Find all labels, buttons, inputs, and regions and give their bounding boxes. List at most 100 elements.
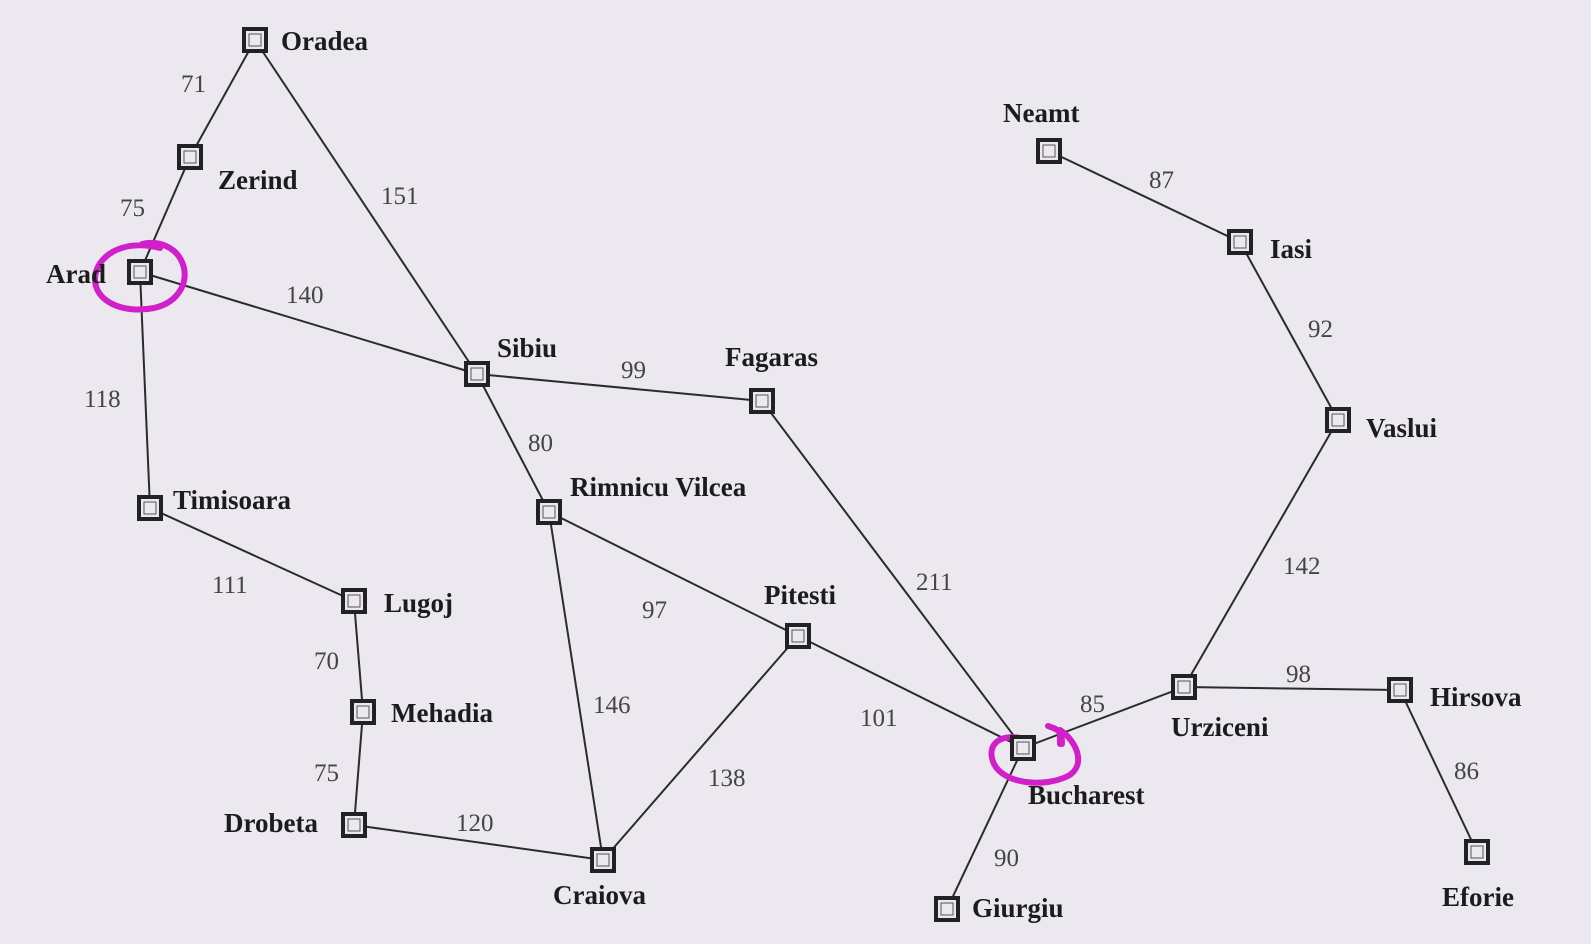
distance-label-sibiu-fagaras: 99 bbox=[621, 357, 646, 384]
arad-highlight-circle bbox=[91, 240, 188, 313]
city-label-giurgiu: Giurgiu bbox=[972, 893, 1064, 923]
city-node-inner bbox=[596, 853, 610, 867]
road-sibiu-rimnicu-vilcea bbox=[476, 373, 550, 513]
city-label-pitesti: Pitesti bbox=[764, 580, 836, 610]
city-node-square bbox=[177, 144, 203, 170]
city-label-urziceni: Urziceni bbox=[1171, 712, 1269, 742]
city-node-rimnicu-vilcea bbox=[536, 499, 562, 525]
city-node-arad bbox=[127, 259, 153, 285]
bucharest-highlight-circle bbox=[988, 723, 1081, 786]
city-node-inner bbox=[347, 818, 361, 832]
city-label-iasi: Iasi bbox=[1270, 234, 1313, 264]
city-node-square bbox=[350, 699, 376, 725]
city-node-square bbox=[341, 588, 367, 614]
road-vaslui-iasi bbox=[1239, 241, 1339, 421]
city-label-sibiu: Sibiu bbox=[497, 333, 557, 363]
distance-label-vaslui-iasi: 92 bbox=[1308, 316, 1333, 343]
city-node-eforie bbox=[1464, 839, 1490, 865]
city-label-arad: Arad bbox=[46, 259, 106, 289]
city-label-fagaras: Fagaras bbox=[725, 342, 818, 372]
road-sibiu-fagaras bbox=[476, 373, 763, 402]
city-node-inner bbox=[791, 629, 805, 643]
city-node-inner bbox=[1393, 683, 1407, 697]
city-node-bucharest bbox=[1010, 735, 1036, 761]
city-node-inner bbox=[755, 394, 769, 408]
city-node-timisoara bbox=[137, 495, 163, 521]
city-node-craiova bbox=[590, 847, 616, 873]
distance-label-mehadia-drobeta: 75 bbox=[314, 760, 339, 787]
distance-label-rimnicu-vilcea-craiova: 146 bbox=[593, 692, 631, 719]
city-label-drobeta: Drobeta bbox=[224, 808, 318, 838]
city-node-neamt bbox=[1036, 138, 1062, 164]
city-node-inner bbox=[542, 505, 556, 519]
city-label-neamt: Neamt bbox=[1003, 98, 1079, 128]
distance-label-urziceni-hirsova: 98 bbox=[1286, 661, 1311, 688]
city-node-square bbox=[1010, 735, 1036, 761]
city-label-rimnicu-vilcea: Rimnicu Vilcea bbox=[570, 472, 747, 502]
city-node-inner bbox=[1233, 235, 1247, 249]
distance-label-zerind-arad: 75 bbox=[120, 195, 145, 222]
road-fagaras-bucharest bbox=[761, 400, 1024, 749]
road-urziceni-vaslui bbox=[1183, 419, 1339, 688]
city-node-square bbox=[137, 495, 163, 521]
city-node-square bbox=[341, 812, 367, 838]
city-node-square bbox=[590, 847, 616, 873]
city-label-timisoara: Timisoara bbox=[173, 485, 292, 515]
city-node-square bbox=[749, 388, 775, 414]
city-node-urziceni bbox=[1171, 674, 1197, 700]
distance-label-oradea-sibiu: 151 bbox=[381, 183, 419, 210]
city-node-square bbox=[242, 27, 268, 53]
city-node-square bbox=[1325, 407, 1351, 433]
city-node-iasi bbox=[1227, 229, 1253, 255]
distance-label-timisoara-lugoj: 111 bbox=[212, 572, 248, 599]
distance-label-fagaras-bucharest: 211 bbox=[916, 569, 953, 596]
city-node-square bbox=[464, 361, 490, 387]
city-node-square bbox=[1227, 229, 1253, 255]
road-craiova-pitesti bbox=[602, 635, 799, 861]
road-timisoara-lugoj bbox=[149, 507, 355, 602]
city-node-giurgiu bbox=[934, 896, 960, 922]
distance-label-craiova-pitesti: 138 bbox=[708, 765, 746, 792]
roads-layer bbox=[139, 39, 1478, 910]
city-node-mehadia bbox=[350, 699, 376, 725]
city-nodes bbox=[127, 27, 1490, 922]
distance-label-urziceni-vaslui: 142 bbox=[1283, 553, 1321, 580]
city-label-hirsova: Hirsova bbox=[1430, 682, 1522, 712]
city-node-inner bbox=[183, 150, 197, 164]
distance-label-drobeta-craiova: 120 bbox=[456, 810, 494, 837]
city-node-square bbox=[1387, 677, 1413, 703]
city-node-inner bbox=[470, 367, 484, 381]
city-label-lugoj: Lugoj bbox=[384, 588, 453, 618]
road-rimnicu-vilcea-pitesti bbox=[548, 511, 799, 637]
road-rimnicu-vilcea-craiova bbox=[548, 511, 604, 861]
road-oradea-sibiu bbox=[254, 39, 478, 375]
distance-label-bucharest-giurgiu: 90 bbox=[994, 845, 1019, 872]
city-node-square bbox=[536, 499, 562, 525]
city-node-square bbox=[1171, 674, 1197, 700]
city-node-inner bbox=[248, 33, 262, 47]
distance-label-rimnicu-vilcea-pitesti: 97 bbox=[642, 597, 667, 624]
city-node-square bbox=[127, 259, 153, 285]
road-oradea-zerind bbox=[189, 39, 256, 158]
road-lugoj-mehadia bbox=[353, 600, 364, 713]
city-node-inner bbox=[1331, 413, 1345, 427]
city-node-square bbox=[785, 623, 811, 649]
distance-label-lugoj-mehadia: 70 bbox=[314, 648, 339, 675]
city-label-craiova: Craiova bbox=[553, 880, 646, 910]
distance-label-arad-timisoara: 118 bbox=[84, 386, 121, 413]
city-node-zerind bbox=[177, 144, 203, 170]
city-label-mehadia: Mehadia bbox=[391, 698, 494, 728]
city-node-sibiu bbox=[464, 361, 490, 387]
road-hirsova-eforie bbox=[1399, 689, 1478, 853]
city-node-square bbox=[1036, 138, 1062, 164]
city-node-pitesti bbox=[785, 623, 811, 649]
city-node-inner bbox=[1042, 144, 1056, 158]
city-node-lugoj bbox=[341, 588, 367, 614]
city-node-inner bbox=[143, 501, 157, 515]
highlight-marks bbox=[91, 240, 1081, 786]
city-label-eforie: Eforie bbox=[1442, 882, 1514, 912]
city-node-fagaras bbox=[749, 388, 775, 414]
road-drobeta-craiova bbox=[353, 824, 604, 861]
road-iasi-neamt bbox=[1048, 150, 1241, 243]
